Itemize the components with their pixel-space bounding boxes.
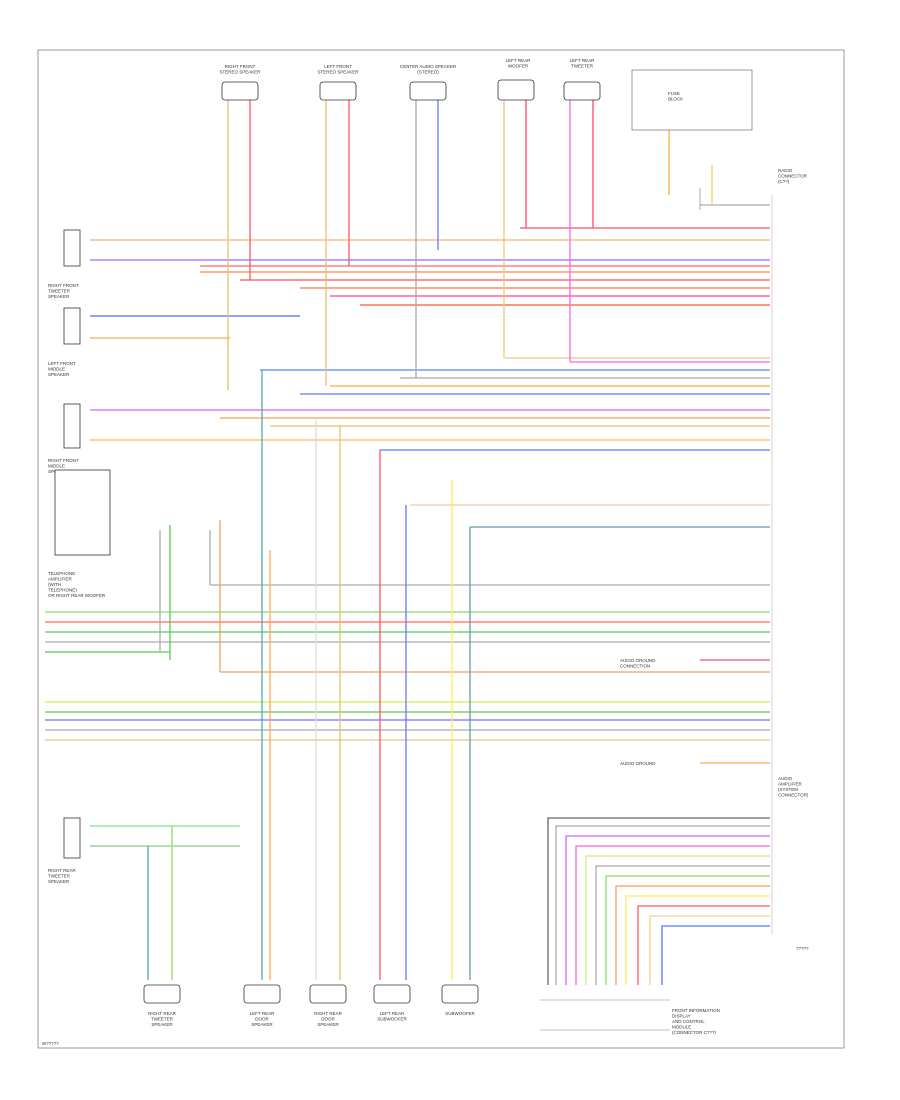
footer-code: W????? bbox=[42, 1041, 59, 1046]
audio-ground-label-2: AUDIO GROUND bbox=[620, 761, 656, 766]
center-audio-speaker: CENTER AUDIO SPEAKER(STEREO) bbox=[400, 64, 457, 101]
horizontal-wires bbox=[45, 204, 770, 847]
module-wires bbox=[547, 817, 770, 985]
subwoofer: SUBWOOFER bbox=[441, 984, 479, 1016]
vertical-wires bbox=[147, 100, 713, 980]
component-label: CENTER AUDIO SPEAKER(STEREO) bbox=[400, 64, 457, 75]
page-ref-label: ????? bbox=[796, 946, 809, 951]
diagram-frame bbox=[37, 49, 845, 1049]
component-label: SUBWOOFER bbox=[445, 1011, 475, 1016]
